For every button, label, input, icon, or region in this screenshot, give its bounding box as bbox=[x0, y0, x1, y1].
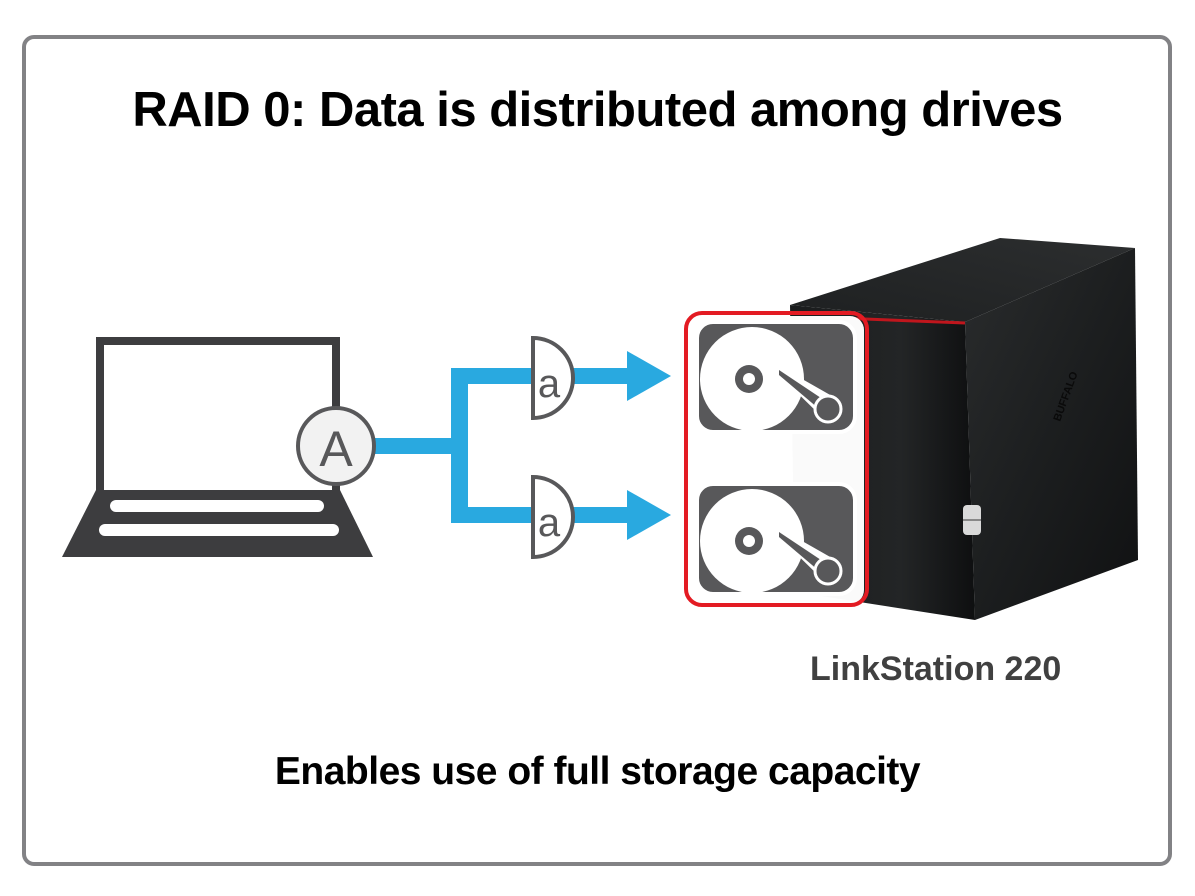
main-data-line bbox=[370, 438, 455, 454]
source-data-label: A bbox=[319, 421, 353, 477]
laptop-icon bbox=[62, 337, 373, 557]
hard-drive-icon bbox=[695, 482, 857, 596]
product-label: LinkStation 220 bbox=[810, 650, 1062, 688]
arrow-head-bottom bbox=[627, 490, 671, 540]
fragment-bottom-label: a bbox=[538, 501, 561, 545]
fragment-top: a bbox=[531, 335, 575, 421]
hard-drive-icon bbox=[695, 320, 857, 434]
branch-vertical bbox=[451, 368, 468, 523]
data-flow-arrows bbox=[370, 351, 671, 540]
fragment-top-label: a bbox=[538, 362, 561, 406]
source-data-badge: A bbox=[296, 406, 376, 486]
nas-top bbox=[790, 238, 1135, 322]
drive-group-outline bbox=[684, 311, 869, 607]
nas-side bbox=[965, 248, 1138, 620]
nas-device: BUFFALO bbox=[790, 238, 1138, 620]
arrow-head-top bbox=[627, 351, 671, 401]
diagram-caption: Enables use of full storage capacity bbox=[274, 750, 921, 793]
diagram-title: RAID 0: Data is distributed among drives bbox=[132, 83, 1063, 137]
fragment-bottom: a bbox=[531, 474, 575, 560]
diagram-frame bbox=[22, 35, 1172, 866]
